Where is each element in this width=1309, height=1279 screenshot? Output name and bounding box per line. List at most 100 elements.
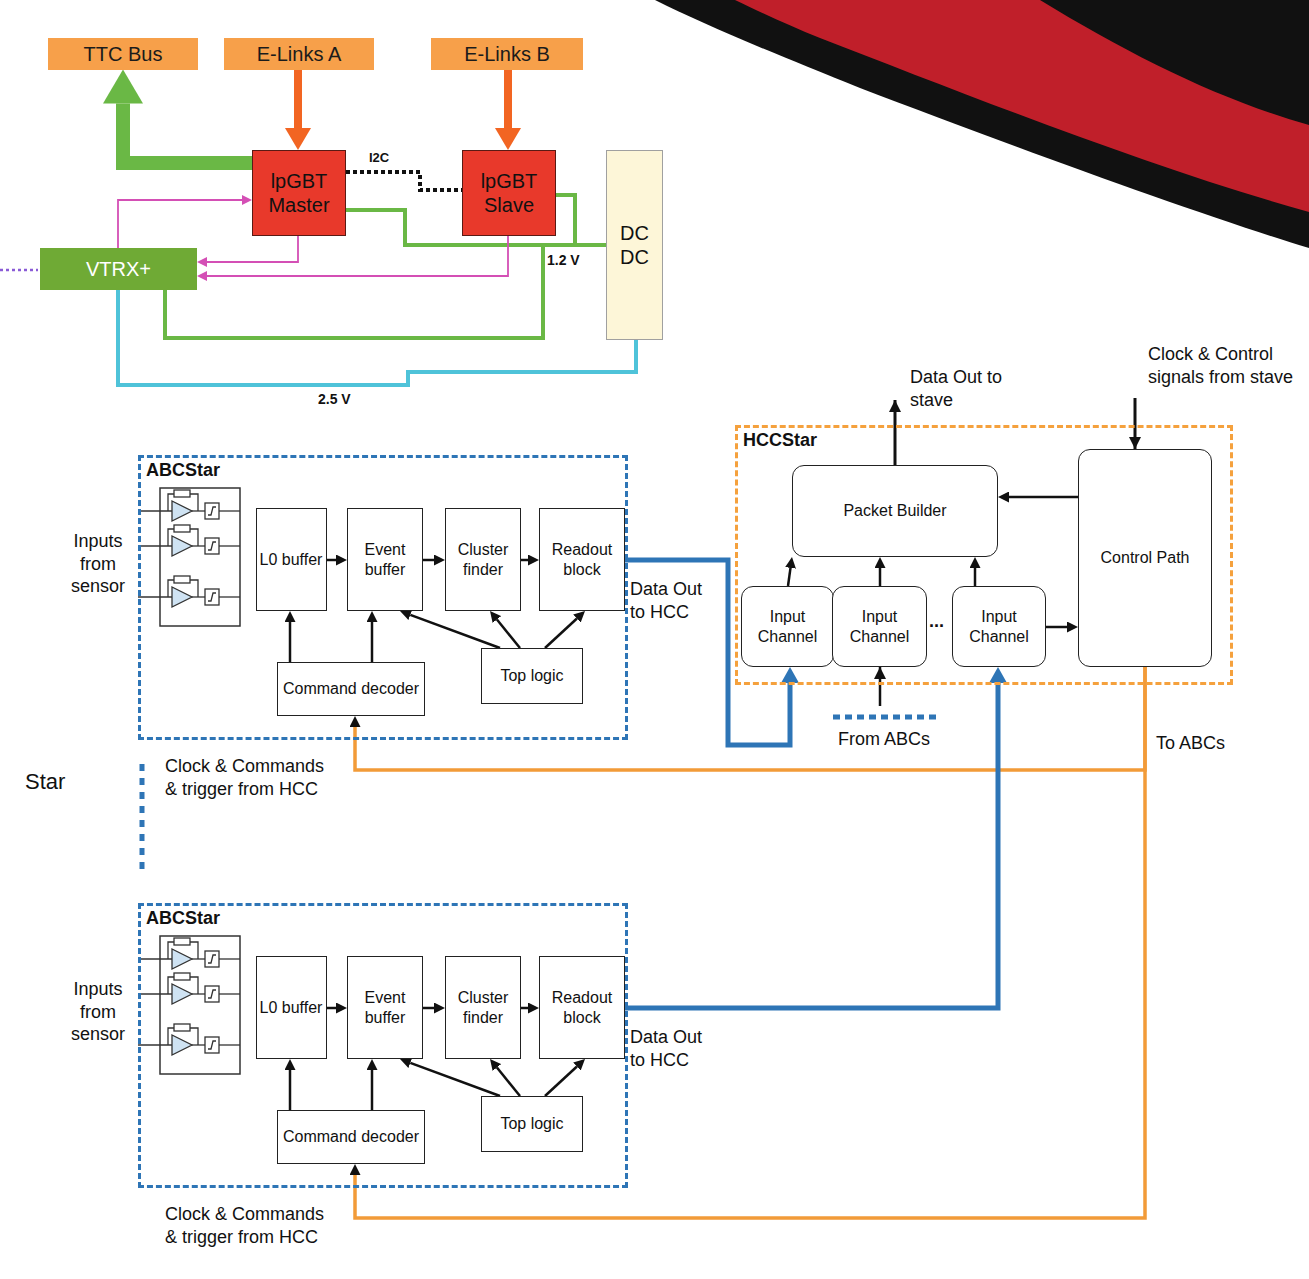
block-label: E-Links B: [464, 42, 550, 66]
amplifier-symbol: [138, 576, 240, 607]
connector: [289, 622, 292, 662]
connector: [118, 200, 242, 248]
block-label: Command decoder: [283, 679, 419, 698]
logic-block: Readout block: [539, 508, 625, 611]
block-label: Command decoder: [283, 1127, 419, 1146]
block-label: Cluster finder: [446, 540, 520, 578]
connector: [118, 290, 636, 385]
asic-boundary: ABCStar L0 buffer Event buffer Cluster find…: [138, 903, 628, 1188]
block-label: Top logic: [500, 1114, 563, 1133]
connector: [625, 683, 998, 1008]
corner-band: [735, 0, 1309, 212]
annotation: From ABCs: [838, 728, 948, 751]
logic-block: Input Channel: [741, 586, 834, 667]
block-title: ABCStar: [146, 908, 220, 929]
control-in-arrow: [1134, 398, 1137, 449]
amplifier-symbol: [138, 973, 240, 1004]
connector: [355, 667, 1145, 1218]
annotation: ...: [929, 610, 953, 633]
logic-block: L0 buffer: [256, 508, 327, 611]
connector: [497, 1068, 520, 1096]
connector: [371, 622, 374, 662]
logic-block: Cluster finder: [445, 508, 521, 611]
chip-box: lpGBT Slave: [462, 150, 556, 236]
block-label: lpGBT Slave: [463, 169, 555, 217]
logic-block: L0 buffer: [256, 956, 327, 1059]
connector: [974, 568, 977, 586]
annotation: Data Out to HCC: [630, 1026, 716, 1071]
amplifier-symbol: [138, 525, 240, 556]
corner-swoosh: [655, 0, 1309, 248]
logic-block: Top logic: [481, 1096, 583, 1152]
connector: [410, 615, 500, 648]
connector: [423, 559, 434, 562]
annotation: Data Out to stave: [910, 366, 1030, 411]
logic-block: Control Path: [1078, 449, 1212, 667]
logic-block: Packet Builder: [792, 465, 998, 557]
block-title: HCCStar: [743, 430, 817, 451]
logic-block: Event buffer: [347, 508, 423, 611]
block-label: Input Channel: [953, 607, 1045, 645]
logic-block: Command decoder: [277, 1110, 425, 1164]
annotation: Star: [25, 768, 85, 796]
fibre-line: [0, 269, 38, 272]
block-title: ABCStar: [146, 460, 220, 481]
block-label: TTC Bus: [84, 42, 163, 66]
connector: [497, 620, 520, 648]
block-label: Cluster finder: [446, 988, 520, 1026]
logic-block: Input Channel: [832, 586, 927, 667]
connector: [410, 1063, 500, 1096]
block-label: Event buffer: [348, 988, 422, 1026]
connector: [327, 559, 337, 562]
connector: [207, 236, 298, 262]
logic-block: Readout block: [539, 956, 625, 1059]
bus-box: E-Links B: [431, 38, 583, 70]
connector: [123, 104, 252, 164]
logic-block: Input Channel: [952, 586, 1046, 667]
signal-label: I2C: [367, 150, 391, 166]
connector: [504, 70, 512, 129]
data-out-arrow: [894, 400, 897, 465]
logic-block: Top logic: [481, 648, 583, 704]
block-label: L0 buffer: [260, 998, 323, 1017]
annotation: Clock & Commands & trigger from HCC: [165, 755, 331, 800]
connector: [165, 245, 606, 338]
amplifier-symbol: [138, 490, 240, 521]
connector: [521, 1007, 528, 1010]
annotation: Clock & Commands & trigger from HCC: [165, 1203, 331, 1248]
transceiver-box: VTRX+: [40, 248, 197, 290]
connector: [879, 568, 882, 586]
chip-box: lpGBT Master: [252, 150, 346, 236]
block-label: Top logic: [500, 666, 563, 685]
connector: [545, 618, 577, 648]
block-label: Readout block: [540, 540, 624, 578]
connector: [788, 568, 790, 586]
front-end-block: [160, 488, 240, 626]
annotation: Inputs from sensor: [62, 530, 134, 598]
block-label: E-Links A: [257, 42, 341, 66]
block-label: Control Path: [1101, 548, 1190, 567]
logic-block: Command decoder: [277, 662, 425, 716]
connector: [1046, 626, 1067, 629]
block-label: L0 buffer: [260, 550, 323, 569]
block-label: Event buffer: [348, 540, 422, 578]
block-label: Readout block: [540, 988, 624, 1026]
connector: [521, 559, 528, 562]
block-label: Packet Builder: [843, 501, 946, 520]
asic-boundary: HCCStarPacket BuilderInput ChannelInput …: [735, 425, 1233, 685]
connector: [371, 1070, 374, 1110]
front-end-block: [160, 936, 240, 1074]
connector: [207, 236, 508, 276]
block-label: Input Channel: [833, 607, 926, 645]
connector: [346, 172, 462, 190]
block-label: DC DC: [607, 221, 662, 269]
block-label: Input Channel: [742, 607, 833, 645]
connector: [423, 1007, 434, 1010]
continuation-dots: [140, 764, 145, 876]
converter-box: DC DC: [606, 150, 663, 340]
connector: [327, 1007, 337, 1010]
signal-label: 2.5 V: [316, 391, 353, 409]
annotation: Inputs from sensor: [62, 978, 134, 1046]
amplifier-symbol: [138, 1024, 240, 1055]
connector: [556, 195, 606, 245]
